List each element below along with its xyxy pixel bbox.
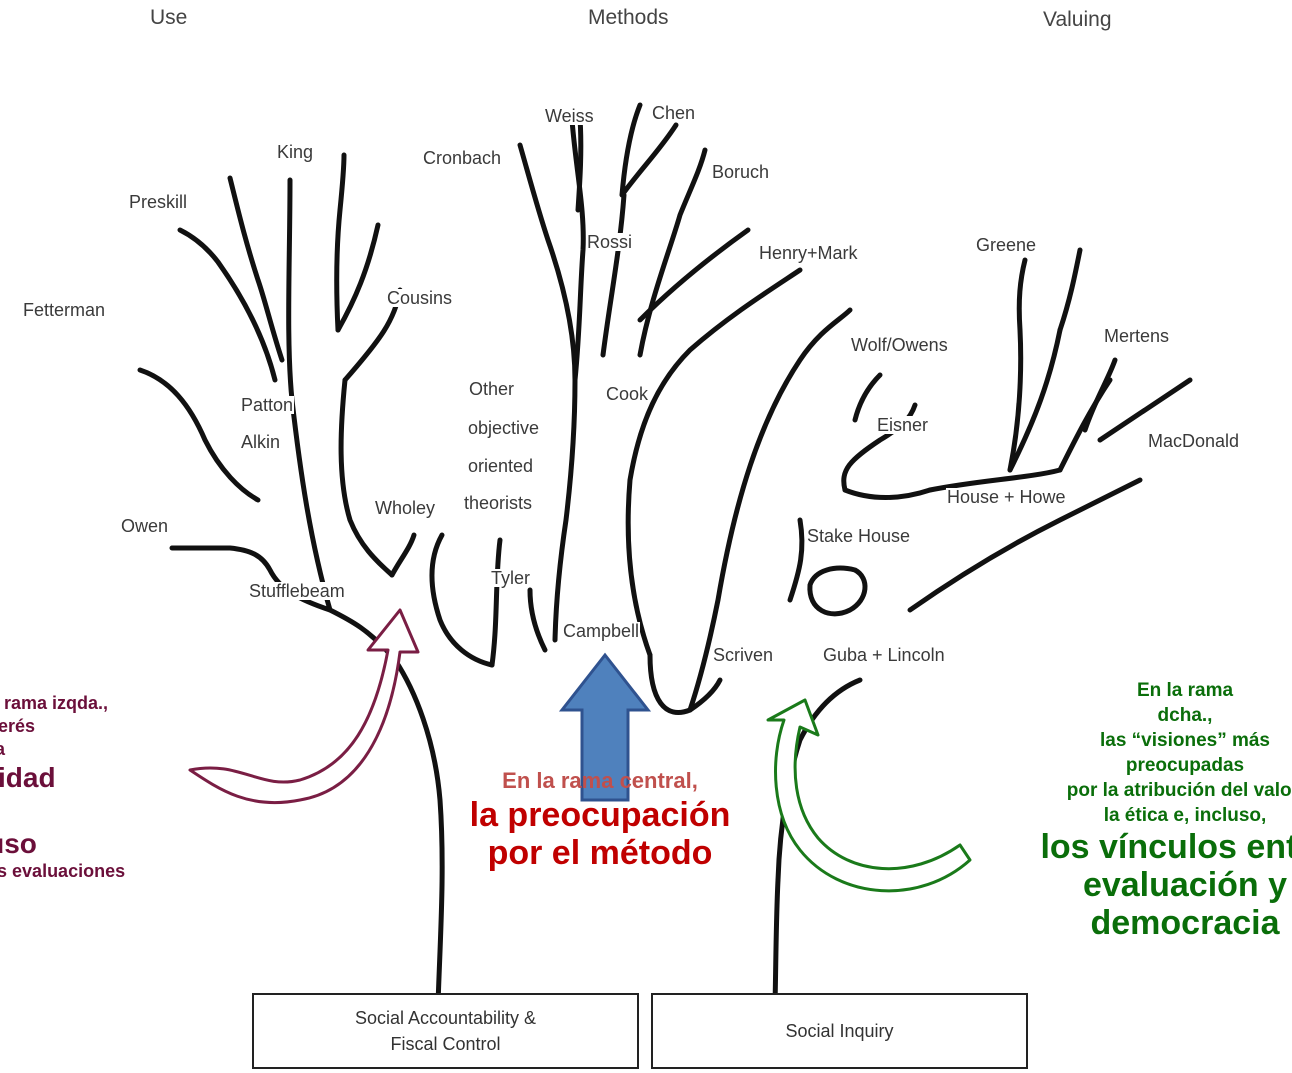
theorist-patton: Patton — [240, 395, 295, 415]
valuing-house-branch — [842, 487, 933, 500]
left-note-line2: el interés — [0, 716, 36, 736]
branch-heading-use: Use — [150, 6, 188, 29]
methods-boruch-branch — [637, 147, 708, 358]
center-up-arrow — [558, 652, 652, 802]
right-note-line8: evaluación y — [1082, 866, 1288, 904]
left-note-line4: utilidad — [0, 762, 56, 793]
theorist-alkin: Alkin — [240, 432, 282, 452]
theorist-house-howe: House + Howe — [946, 487, 1067, 507]
center-branch-note: En la rama central, la preocupación por … — [432, 766, 768, 872]
use-trunk-right-edge — [772, 877, 781, 1008]
valuing-mertens-fork — [1082, 357, 1118, 433]
theorist-other: Other — [468, 379, 516, 399]
theorist-preskill: Preskill — [128, 192, 189, 212]
methods-rossi-branch — [569, 117, 586, 383]
theorist-king: King — [276, 142, 315, 162]
branch-heading-valuing: Valuing — [1043, 8, 1112, 31]
root-box-inquiry: Social Inquiry — [651, 993, 1028, 1069]
use-wholey-twig — [389, 532, 417, 578]
methods-left-edge — [429, 532, 495, 668]
valuing-greene-twig — [1057, 247, 1083, 333]
center-note-line2: la preocupación — [469, 796, 731, 834]
branch-heading-methods: Methods — [588, 6, 669, 29]
right-branch-note: En la rama dcha., las “visiones” más pre… — [985, 678, 1292, 942]
valuing-scriven-stem — [787, 517, 805, 603]
left-branch-note: En la rama izqda., el interés por la uti… — [0, 692, 216, 883]
right-curved-arrow — [766, 698, 972, 893]
methods-weiss-branch — [575, 115, 584, 213]
theorist-chen: Chen — [651, 103, 697, 123]
right-note-line6: la ética e, incluso, — [1103, 805, 1267, 826]
use-preskill-twig — [227, 175, 285, 363]
theorist-eisner: Eisner — [876, 415, 930, 435]
methods-henry-branch — [637, 227, 751, 323]
theorist-cook: Cook — [605, 384, 650, 404]
left-note-line7: de las evaluaciones — [0, 861, 126, 881]
theorist-greene: Greene — [975, 235, 1038, 255]
theorist-mertens: Mertens — [1103, 326, 1171, 346]
valuing-guba-branch — [907, 477, 1143, 613]
methods-chen-stem — [600, 192, 627, 358]
use-fetterman-branch — [137, 367, 261, 503]
root-inquiry-label: Social Inquiry — [785, 1020, 894, 1041]
methods-trunk — [517, 142, 578, 643]
theorist-henry-mark: Henry+Mark — [758, 243, 859, 263]
methods-left-inner — [489, 537, 503, 668]
theorist-cousins: Cousins — [386, 288, 454, 308]
theorist-theorists: theorists — [463, 493, 534, 513]
methods-chen-fork — [619, 102, 679, 198]
theorist-stake-house: Stake House — [806, 526, 912, 546]
right-note-line2: dcha., — [1157, 705, 1213, 726]
theorist-wholey: Wholey — [374, 498, 437, 518]
right-note-line1: En la rama — [1136, 680, 1234, 701]
center-note-line1: En la rama central, — [502, 768, 698, 793]
root-accountability-line1: Social Accountability & — [354, 1007, 537, 1028]
root-accountability-line2: Fiscal Control — [390, 1034, 501, 1054]
left-note-line6: el uso — [0, 828, 37, 859]
center-note-line3: por el método — [487, 834, 713, 872]
theorist-objective: objective — [467, 418, 541, 438]
theorist-oriented: oriented — [467, 456, 535, 476]
theorist-boruch: Boruch — [711, 162, 771, 182]
theorist-campbell: Campbell — [562, 621, 641, 641]
use-king-branch — [334, 152, 347, 333]
methods-tyler-twig — [527, 587, 548, 653]
theorist-tyler: Tyler — [490, 568, 532, 588]
use-inner-trunk — [286, 177, 333, 613]
valuing-greene-join — [1007, 327, 1063, 473]
methods-cook-branch — [625, 267, 803, 658]
theorist-rossi: Rossi — [586, 232, 634, 252]
valuing-trunk — [775, 677, 863, 883]
use-king-twig — [335, 222, 381, 333]
theorist-fetterman: Fetterman — [22, 300, 107, 320]
right-note-line9: democracia — [1090, 904, 1280, 942]
theorist-scriven: Scriven — [712, 645, 775, 665]
right-note-line4: preocupadas — [1125, 755, 1245, 776]
right-note-line7: los vínculos entre — [1040, 828, 1292, 866]
valuing-stake-loop — [807, 565, 868, 617]
left-note-line3: por la — [0, 738, 216, 761]
valuing-main-spine — [927, 467, 1063, 493]
methods-campbell-right — [647, 652, 723, 715]
theorist-macdonald: MacDonald — [1147, 431, 1241, 451]
left-note-line1: En la rama izqda., — [0, 693, 109, 713]
left-curved-arrow — [188, 608, 420, 805]
valuing-macdonald-branch — [1097, 377, 1193, 443]
right-note-line5: por la atribución del valor, — [1066, 780, 1292, 801]
theorist-cronbach: Cronbach — [422, 148, 503, 168]
use-preskill-branch — [177, 227, 278, 383]
theorist-wolf-owens: Wolf/Owens — [850, 335, 949, 355]
valuing-wolf-twig — [852, 372, 883, 423]
methods-scriven-branch — [687, 307, 853, 713]
use-cousins-stem — [338, 377, 395, 578]
theorist-guba-lincoln: Guba + Lincoln — [822, 645, 946, 665]
left-note-line5: y — [0, 794, 216, 827]
theorist-weiss: Weiss — [544, 106, 595, 126]
right-note-line3: las “visiones” más — [1099, 730, 1271, 751]
theorist-owen: Owen — [120, 516, 170, 536]
root-box-accountability: Social Accountability & Fiscal Control — [252, 993, 639, 1069]
theorist-stufflebeam: Stufflebeam — [248, 581, 346, 601]
valuing-greene-fork — [1007, 257, 1028, 473]
